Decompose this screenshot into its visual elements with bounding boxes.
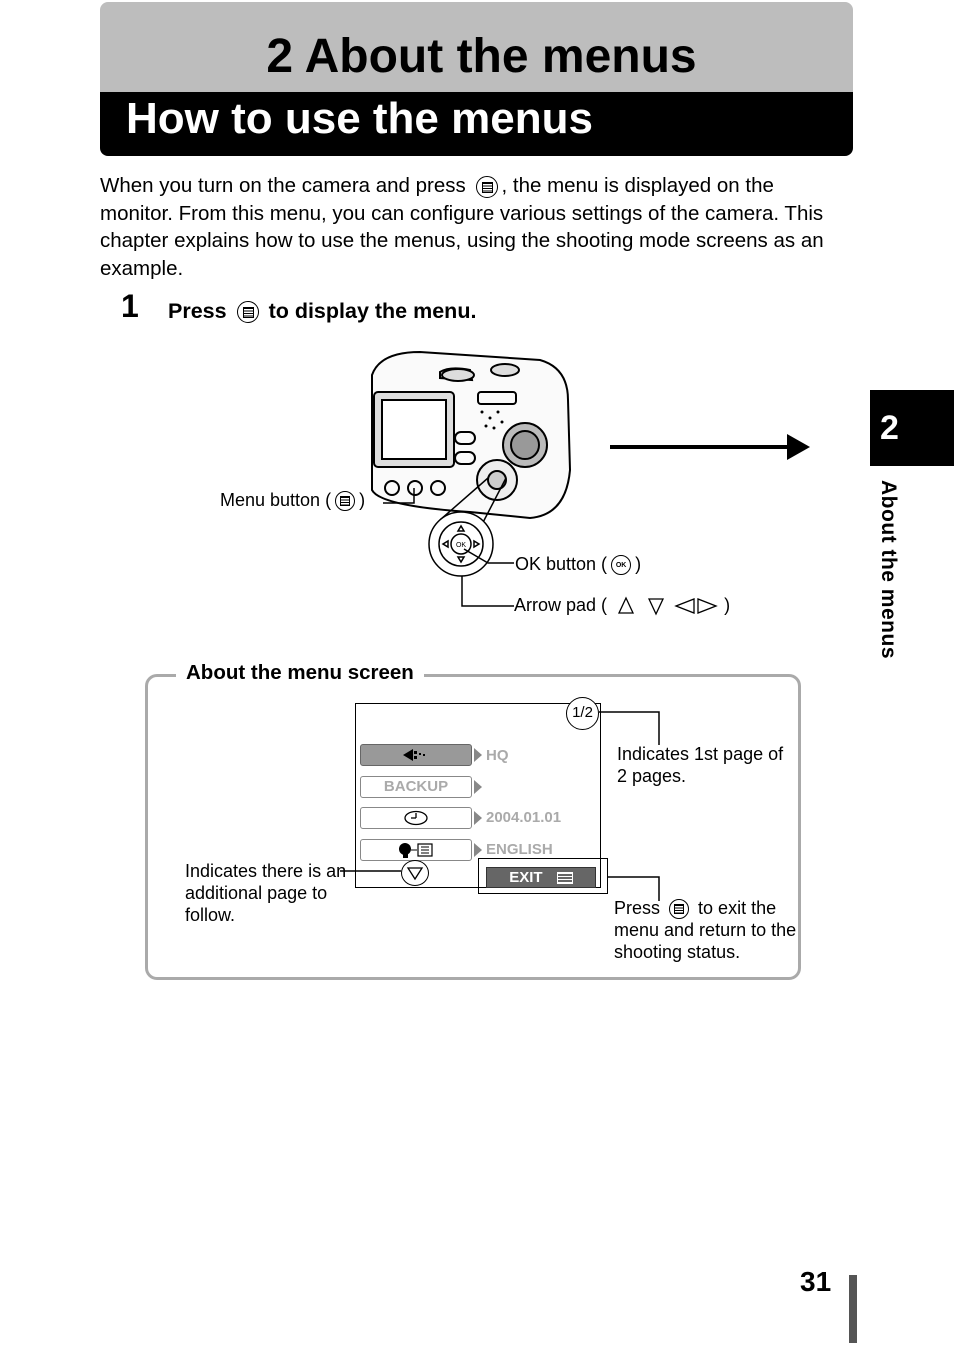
page-marker-bar bbox=[849, 1275, 857, 1343]
page-indicator-note: Indicates 1st page of 2 pages. bbox=[617, 744, 784, 786]
camera-body-icon bbox=[371, 350, 572, 520]
exit-button: EXIT bbox=[486, 867, 596, 888]
intro-text-2: , the menu is displayed on the monitor. … bbox=[100, 174, 824, 280]
arrow-pad-zoom-icon: OK bbox=[428, 477, 507, 577]
exit-note: Press to exit the menu and return to the… bbox=[614, 897, 799, 963]
section-header-bar bbox=[100, 92, 853, 156]
next-page-note: Indicates there is an additional page to… bbox=[185, 861, 347, 925]
chapter-tab: 2 bbox=[870, 390, 954, 466]
right-arrow-icon bbox=[787, 434, 810, 460]
up-arrow-icon bbox=[618, 596, 635, 614]
step-text-before: Press bbox=[168, 299, 227, 323]
menu-button-icon bbox=[669, 899, 690, 920]
section-title: How to use the menus bbox=[126, 94, 593, 143]
intro-paragraph: When you turn on the camera and press , … bbox=[100, 172, 850, 282]
ok-button-label: OK button (OK) bbox=[515, 553, 642, 576]
step-instruction: Press to display the menu. bbox=[168, 296, 476, 326]
right-arrow-icon bbox=[697, 598, 718, 615]
next-page-indicator bbox=[401, 860, 429, 886]
menu-list-icon bbox=[556, 872, 573, 885]
svg-text:OK: OK bbox=[456, 542, 466, 549]
menu-arrow-icon bbox=[474, 811, 482, 825]
arrow-keys-icon bbox=[618, 596, 718, 616]
close-paren: ) bbox=[359, 490, 366, 510]
menu-value-date: 2004.01.01 bbox=[486, 809, 562, 826]
step-text-after: to display the menu. bbox=[268, 299, 477, 323]
chapter-header-bar bbox=[100, 2, 853, 92]
clock-icon bbox=[404, 810, 428, 826]
page-number: 31 bbox=[800, 1266, 832, 1297]
menu-button-icon bbox=[475, 175, 498, 198]
intro-text-1: When you turn on the camera and press bbox=[100, 174, 466, 197]
info-box-title: About the menu screen bbox=[176, 660, 424, 686]
menu-item-date bbox=[360, 807, 472, 829]
exit-note-text-1: Press bbox=[614, 898, 661, 918]
menu-arrow-icon bbox=[474, 780, 482, 794]
chapter-title: 2 About the menus bbox=[266, 30, 697, 83]
menu-item-backup: BACKUP bbox=[360, 776, 472, 798]
step-number: 1 bbox=[121, 288, 139, 324]
left-arrow-icon bbox=[674, 598, 695, 615]
page-indicator: 1/2 bbox=[566, 697, 599, 730]
menu-item-image-quality bbox=[360, 744, 472, 766]
down-triangle-icon bbox=[406, 867, 424, 881]
exit-label: EXIT bbox=[509, 869, 543, 886]
language-icon bbox=[399, 843, 433, 859]
arrow-pad-label: Arrow pad ( ) bbox=[514, 594, 730, 616]
ok-button-label-text: OK button ( bbox=[515, 554, 608, 574]
arrow-pad-label-text: Arrow pad ( bbox=[514, 595, 608, 615]
menu-button-label: Menu button () bbox=[220, 489, 366, 512]
down-arrow-icon bbox=[648, 598, 665, 616]
menu-button-icon bbox=[236, 301, 259, 324]
menu-arrow-icon bbox=[474, 748, 482, 762]
image-quality-icon bbox=[403, 749, 425, 762]
menu-value-image-quality: HQ bbox=[486, 747, 509, 764]
menu-button-icon bbox=[335, 491, 356, 512]
menu-arrow-icon bbox=[474, 843, 482, 857]
exit-note-text-2: to exit the menu and return to the shoot… bbox=[614, 898, 797, 963]
close-paren: ) bbox=[635, 554, 642, 574]
close-paren: ) bbox=[724, 595, 731, 615]
info-box bbox=[145, 674, 801, 980]
ok-button-icon: OK bbox=[611, 555, 632, 576]
camera-leader-lines bbox=[383, 488, 514, 607]
camera-illustration: OK bbox=[371, 350, 810, 607]
menu-value-language: ENGLISH bbox=[486, 841, 553, 858]
chapter-tab-label: About the menus bbox=[877, 480, 900, 659]
exit-highlight-frame bbox=[478, 858, 608, 894]
menu-button-label-text: Menu button ( bbox=[220, 490, 332, 510]
